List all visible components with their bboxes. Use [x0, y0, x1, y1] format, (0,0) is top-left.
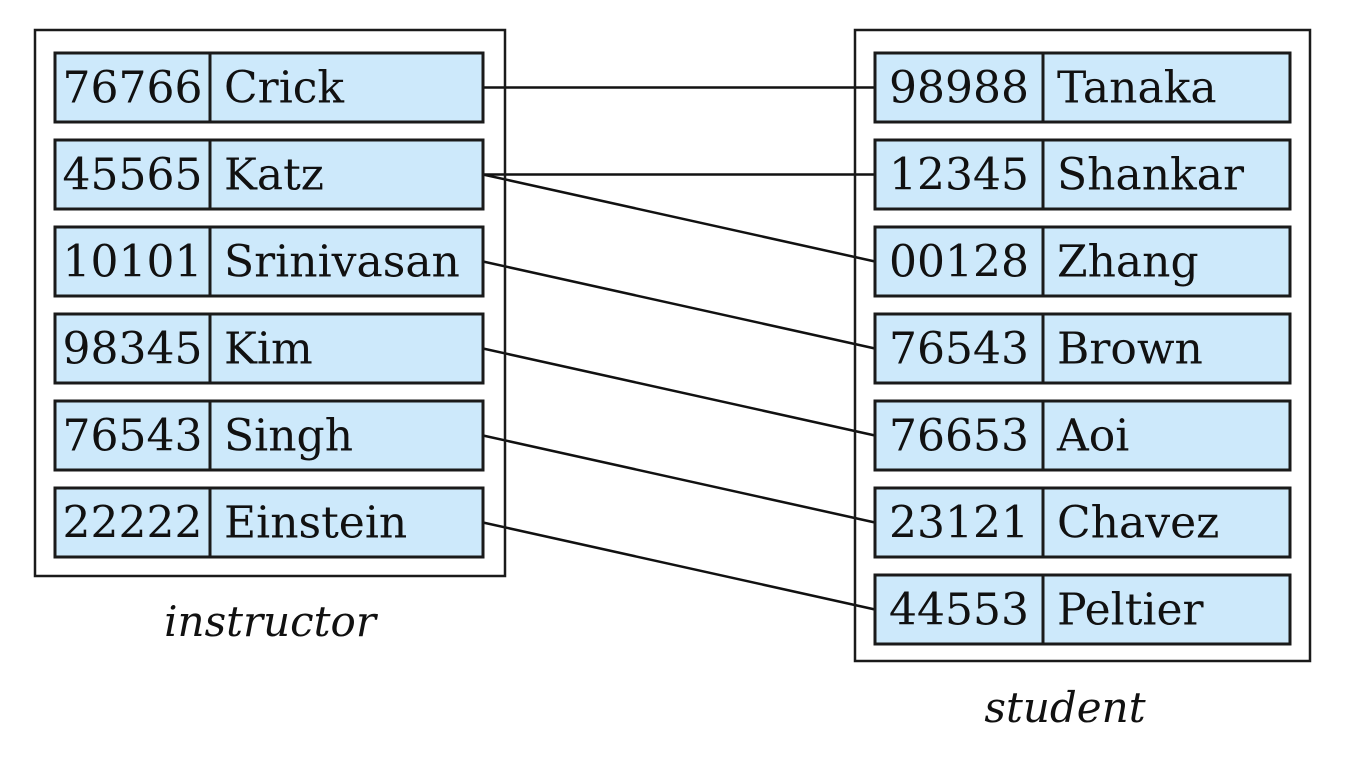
student-id-text: 76543 — [889, 324, 1029, 375]
link-line — [482, 521, 876, 611]
instructor-name-text: Einstein — [224, 498, 407, 549]
student-record: 00128 Zhang — [873, 225, 1292, 298]
student-record: 23121 Chavez — [873, 486, 1292, 559]
student-name-cell — [1041, 51, 1292, 124]
instructor-name-cell — [208, 399, 485, 472]
instructor-record: 76766 Crick — [53, 51, 485, 124]
student-id-text: 76653 — [889, 411, 1029, 462]
instructor-record: 76543 Singh — [53, 399, 485, 472]
instructor-id-text: 10101 — [63, 237, 203, 288]
instructor-id-text: 76543 — [63, 411, 203, 462]
link-line — [482, 347, 876, 437]
student-id-text: 12345 — [889, 150, 1029, 201]
student-name-cell — [1041, 225, 1292, 298]
instructor-id-cell — [53, 225, 212, 298]
student-name-text: Tanaka — [1057, 63, 1217, 114]
instructor-name-text: Singh — [224, 411, 353, 462]
instructor-name-cell — [208, 486, 485, 559]
instructor-name-cell — [208, 312, 485, 385]
link-lines — [482, 86, 876, 611]
student-id-text: 98988 — [889, 63, 1029, 114]
student-name-text: Aoi — [1056, 411, 1129, 462]
instructor-name-text: Srinivasan — [224, 237, 460, 288]
instructor-id-text: 98345 — [63, 324, 203, 375]
instructor-name-text: Katz — [224, 150, 324, 201]
instructor-id-cell — [53, 486, 212, 559]
student-name-cell — [1041, 399, 1292, 472]
student-record: 76653 Aoi — [873, 399, 1292, 472]
student-record: 12345 Shankar — [873, 138, 1292, 211]
instructor-set-frame — [33, 28, 507, 578]
student-id-text: 23121 — [889, 498, 1029, 549]
instructor-id-cell — [53, 138, 212, 211]
student-name-text: Shankar — [1057, 150, 1245, 201]
student-record: 98988 Tanaka — [873, 51, 1292, 124]
instructor-record: 10101 Srinivasan — [53, 225, 485, 298]
student-caption: student — [984, 683, 1145, 732]
instructor-caption: instructor — [164, 597, 379, 646]
instructor-id-text: 76766 — [63, 63, 203, 114]
student-id-text: 00128 — [889, 237, 1029, 288]
student-record: 44553 Peltier — [873, 573, 1292, 646]
student-name-cell — [1041, 312, 1292, 385]
link-line — [482, 260, 876, 350]
instructor-record: 22222 Einstein — [53, 486, 485, 559]
instructor-name-text: Crick — [224, 63, 344, 114]
instructor-name-text: Kim — [224, 324, 313, 375]
instructor-set: 76766 Crick 45565 Katz 10101 Srinivasan 98345 K… — [33, 28, 507, 646]
instructor-id-cell — [53, 399, 212, 472]
instructor-record: 45565 Katz — [53, 138, 485, 211]
instructor-id-text: 45565 — [63, 150, 203, 201]
link-line — [482, 173, 876, 263]
instructor-id-cell — [53, 51, 212, 124]
instructor-record: 98345 Kim — [53, 312, 485, 385]
link-line — [482, 434, 876, 524]
instructor-id-cell — [53, 312, 212, 385]
student-name-cell — [1041, 486, 1292, 559]
student-name-cell — [1041, 138, 1292, 211]
student-id-text: 44553 — [889, 585, 1029, 636]
student-set-frame — [853, 28, 1312, 663]
instructor-name-cell — [208, 138, 485, 211]
student-id-cell — [873, 312, 1045, 385]
student-name-text: Peltier — [1057, 585, 1205, 636]
instructor-name-cell — [208, 225, 485, 298]
student-name-text: Chavez — [1057, 498, 1219, 549]
student-set: 98988 Tanaka 12345 Shankar 00128 Zhang 76543 Br… — [853, 28, 1312, 732]
student-name-cell — [1041, 573, 1292, 646]
student-record: 76543 Brown — [873, 312, 1292, 385]
student-id-cell — [873, 225, 1045, 298]
instructor-records: 76766 Crick 45565 Katz 10101 Srinivasan 98345 K… — [53, 51, 485, 559]
student-records: 98988 Tanaka 12345 Shankar 00128 Zhang 76543 Br… — [873, 51, 1292, 646]
student-name-text: Zhang — [1057, 237, 1199, 288]
student-name-text: Brown — [1057, 324, 1203, 375]
instructor-name-cell — [208, 51, 485, 124]
instructor-id-text: 22222 — [63, 498, 203, 549]
student-id-cell — [873, 486, 1045, 559]
